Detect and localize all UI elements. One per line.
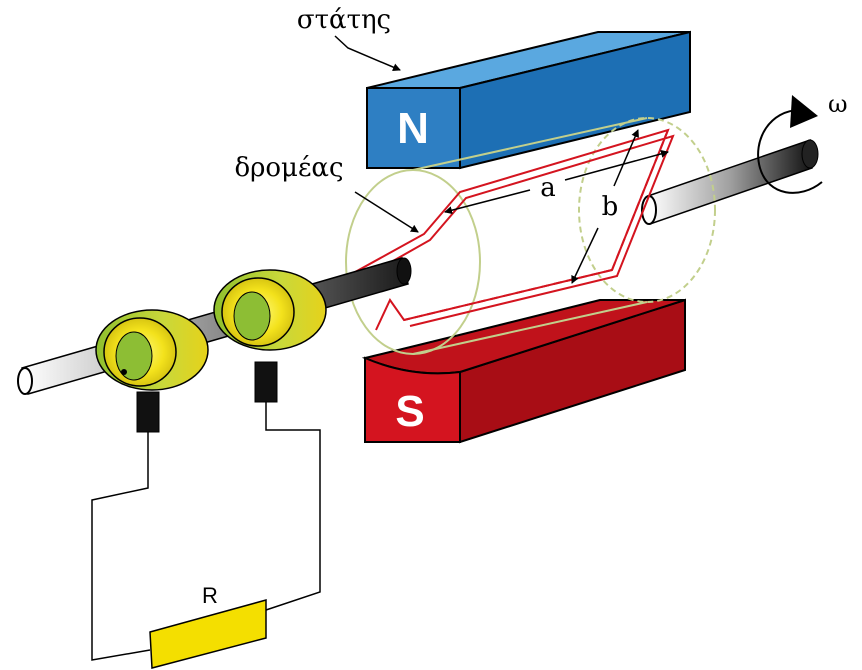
- south-pole-label: S: [395, 387, 424, 436]
- dimension-a: [444, 149, 669, 215]
- external-circuit: [91, 402, 321, 661]
- north-pole-magnet: [366, 30, 691, 170]
- dimension-b: [571, 129, 639, 284]
- dimension-b-label: b: [602, 192, 619, 222]
- right-shaft: [641, 138, 819, 226]
- rotor-cylinder: [345, 117, 716, 355]
- slip-ring-right: [213, 269, 327, 351]
- rotation-arrow: [757, 95, 823, 194]
- brush-right: [254, 361, 278, 403]
- resistor: [149, 599, 267, 669]
- dimension-a-label: a: [540, 173, 556, 203]
- south-pole-magnet: [361, 298, 686, 444]
- brush-left: [136, 391, 160, 433]
- left-shaft: [17, 257, 412, 395]
- stator-pointer: [334, 35, 401, 71]
- resistor-label: R: [202, 583, 218, 608]
- north-pole-label: N: [397, 104, 429, 153]
- coil-dashed-back: [403, 129, 669, 321]
- stator-label: στάτης: [297, 5, 391, 35]
- slip-ring-left: [95, 309, 209, 391]
- omega-label: ω: [828, 90, 848, 118]
- rotor-pointer: [354, 191, 419, 233]
- rotor-label: δρομέας: [234, 153, 343, 183]
- armature-coil: [249, 128, 675, 343]
